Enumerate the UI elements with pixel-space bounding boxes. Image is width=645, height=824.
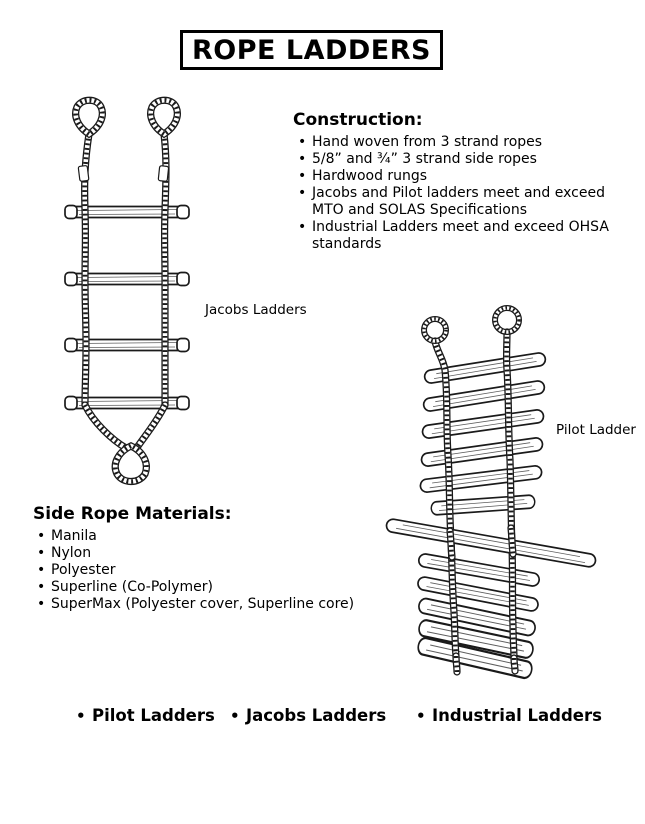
jacobs-top-eye-loops [76, 100, 178, 134]
list-item: Polyester [33, 562, 433, 579]
bullet-icon [33, 579, 51, 596]
bullet-icon [33, 528, 51, 545]
list-item: Industrial Ladders meet and exceed OHSA … [293, 219, 633, 253]
jacobs-bottom-loop [115, 446, 146, 482]
list-item: 5/8” and ¾” 3 strand side ropes [293, 151, 633, 168]
list-item: Hardwood rungs [293, 168, 633, 185]
pilot-ladder-drawing [385, 305, 597, 680]
materials-list: Manila Nylon Polyester Superline (Co-Pol… [33, 528, 433, 613]
bullet-icon [76, 705, 92, 727]
materials-section: Side Rope Materials: Manila Nylon Polyes… [33, 504, 433, 613]
construction-section: Construction: Hand woven from 3 strand r… [293, 110, 633, 253]
pilot-top-rings [421, 305, 522, 344]
list-item-text: MTO and SOLAS Specifications [312, 202, 528, 218]
list-item-text: Hardwood rungs [312, 168, 428, 184]
list-item: Nylon [33, 545, 433, 562]
pilot-spreader-step [385, 518, 597, 568]
jacobs-ladder-drawing [64, 92, 190, 487]
list-item: Hand woven from 3 strand ropes [293, 134, 633, 151]
bullet-icon [33, 562, 51, 579]
page-title: ROPE LADDERS [192, 34, 431, 66]
bullet-icon [230, 705, 246, 727]
bullet-icon [293, 185, 312, 202]
list-item-text: Superline (Co-Polymer) [51, 579, 213, 595]
bullet-icon [33, 545, 51, 562]
pilot-steps-lower [415, 552, 542, 680]
list-item-text: Jacobs and Pilot ladders meet and exceed [312, 185, 605, 201]
ladder-type-pilot: Pilot Ladders [76, 705, 215, 727]
pilot-steps-upper [418, 351, 548, 516]
list-item-text: 5/8” and ¾” 3 strand side ropes [312, 151, 537, 167]
ladder-type-text: Jacobs [246, 706, 307, 725]
bullet-icon [416, 705, 432, 727]
list-item: SuperMax (Polyester cover, Superline cor… [33, 596, 433, 613]
rope-tag [77, 165, 90, 182]
ladder-type-text: Ladders [527, 706, 602, 725]
bullet-icon [293, 151, 312, 168]
ladder-type-text: Ladders [140, 706, 215, 725]
construction-heading: Construction: [293, 110, 423, 130]
list-item: Manila [33, 528, 433, 545]
ladder-type-text: Industrial [432, 706, 522, 725]
list-item-text: Nylon [51, 545, 92, 561]
jacobs-ladder-caption: Jacobs Ladders [205, 302, 307, 318]
list-item-text: Hand woven from 3 strand ropes [312, 134, 543, 150]
list-item-text: Manila [51, 528, 97, 544]
list-item-text: Polyester [51, 562, 116, 578]
list-item-text: SuperMax (Polyester cover, Superline cor… [51, 596, 355, 612]
list-item-text: Industrial Ladders meet and exceed OHSA [312, 219, 609, 235]
bullet-icon [293, 219, 312, 236]
ladder-type-jacobs: Jacobs Ladders [230, 705, 386, 727]
bullet-icon [293, 134, 312, 151]
list-item-text: standards [312, 236, 382, 252]
page-title-box: ROPE LADDERS [180, 30, 443, 70]
bullet-icon [293, 168, 312, 185]
ladder-type-text: Ladders [311, 706, 387, 725]
bullet-icon [33, 596, 51, 613]
materials-heading: Side Rope Materials: [33, 504, 232, 524]
list-item: Jacobs and Pilot ladders meet and exceed… [293, 185, 633, 219]
ladder-type-industrial: Industrial Ladders [416, 705, 602, 727]
list-item: Superline (Co-Polymer) [33, 579, 433, 596]
ladder-type-text: Pilot [92, 706, 135, 725]
pilot-ladder-caption: Pilot Ladder [556, 422, 636, 438]
rope-tag [157, 165, 170, 182]
construction-list: Hand woven from 3 strand ropes 5/8” and … [293, 134, 633, 253]
